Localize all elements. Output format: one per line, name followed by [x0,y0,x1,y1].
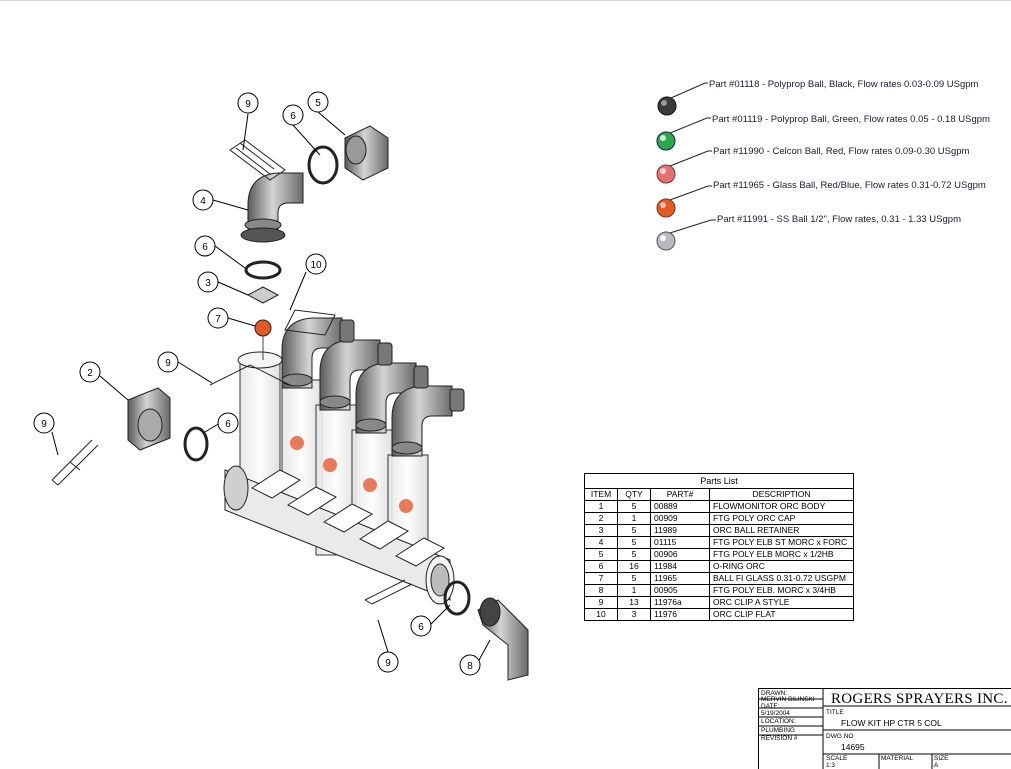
title-block-grid [759,689,1011,769]
manifold-assembly [51,125,529,681]
dwg-no: 14695 [841,742,865,752]
item-balloons: 9 6 5 4 6 3 7 10 9 2 9 6 6 8 9 [33,91,481,676]
balloon: 6 [217,412,239,434]
svg-text:4: 4 [200,196,206,207]
company-name: ROGERS SPRAYERS INC. [831,691,1008,707]
col-qty: QTY [617,488,651,501]
svg-text:6: 6 [418,622,424,633]
drawn-label: DRAWN: [761,690,788,697]
svg-text:9: 9 [165,358,171,369]
tube-balls [290,436,413,513]
balloon: 4 [192,189,214,211]
ball-label: Part #01118 - Polyprop Ball, Black, Flow… [709,79,979,90]
dwg-no-label: DWG NO [826,733,854,740]
ball-icon-steel [656,219,716,251]
svg-text:9: 9 [245,99,251,110]
balloon: 9 [237,92,259,114]
col-item: ITEM [584,488,618,501]
col-part: PART# [650,488,710,501]
col-description: DESCRIPTION [709,488,854,501]
location-label: LOCATION: [761,718,796,725]
balloon: 5 [307,91,329,113]
svg-text:6: 6 [202,242,208,253]
svg-text:5: 5 [315,98,321,109]
balloon-leaders [51,111,491,663]
top-border-line [0,0,1011,1]
svg-text:7: 7 [215,314,221,325]
scale-label: SCALE [826,755,848,762]
balloon: 9 [157,351,179,373]
balloon: 2 [79,361,101,383]
svg-text:6: 6 [290,111,296,122]
drawn-by: MERVIN BILINSKI [761,696,815,703]
size-value: A [934,762,939,769]
balloon: 6 [194,235,216,257]
scale-value: 1:3 [826,762,836,769]
location-value: PLUMBING [761,727,795,734]
svg-text:9: 9 [41,419,47,430]
elbow-fittings [281,317,465,457]
balloon: 6 [282,104,304,126]
balloon: 8 [459,654,481,676]
parts-list-caption: Parts List [584,473,854,489]
drawing-title: FLOW KIT HP CTR 5 COL [841,718,942,728]
ball-label: Part #01119 - Polyprop Ball, Green, Flow… [712,114,990,125]
date-value: 5/19/2004 [761,710,790,717]
title-label: TITLE [826,709,844,716]
ball-label: Part #11990 - Celcon Ball, Red, Flow rat… [713,146,970,157]
parts-list-header: ITEM QTY PART# DESCRIPTION [584,488,854,501]
balloon: 7 [207,307,229,329]
title-block: DRAWN: MERVIN BILINSKI DATE: 5/19/2004 L… [758,688,1011,769]
ball-icon-red [656,150,712,184]
svg-text:8: 8 [467,661,473,672]
left-end-cap [51,309,336,486]
balloon: 9 [33,412,55,434]
right-end-fittings [364,579,529,681]
svg-text:3: 3 [205,278,211,289]
svg-text:10: 10 [310,260,322,271]
date-label: DATE: [761,703,780,710]
ball-icon-black [657,82,708,116]
revision-label: REVISION # [761,735,798,742]
balloon: 9 [377,651,399,673]
ball-label: Part #11991 - SS Ball 1/2", Flow rates, … [717,214,961,225]
svg-text:6: 6 [225,419,231,430]
top-exploded-stack [229,125,389,360]
balloon: 3 [197,271,219,293]
svg-text:9: 9 [385,658,391,669]
ball-icon-redblue [656,185,712,218]
svg-text:2: 2 [87,368,93,379]
ball-label: Part #11965 - Glass Ball, Red/Blue, Flow… [713,180,986,191]
balloon: 6 [410,615,432,637]
material-label: MATERIAL [881,755,914,762]
balloon: 10 [305,253,327,275]
ball-icon-green [656,117,711,151]
ball-legend [656,82,716,251]
size-label: SIZE [934,755,949,762]
